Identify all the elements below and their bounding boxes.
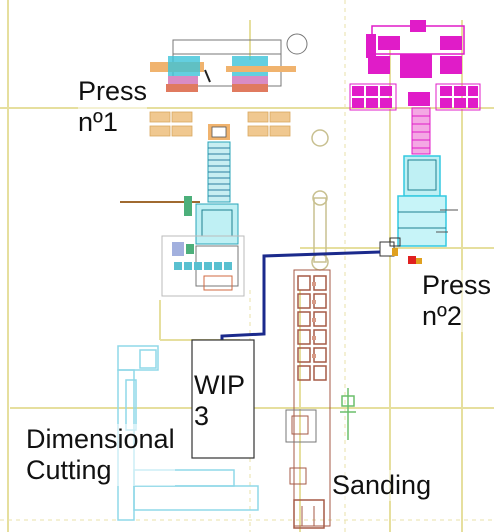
press-2-label-line2: nº2 <box>422 301 462 331</box>
wip-3-label: WIP 3 <box>194 370 245 432</box>
press-1-label-line2: nº1 <box>78 107 118 137</box>
press-2-label-line1: Press <box>422 270 492 300</box>
press-1-label: Press nº1 <box>78 76 148 138</box>
dimensional-cutting-label-line2: Cutting <box>26 455 112 485</box>
wip-3-label-line2: 3 <box>194 401 210 431</box>
press-2-machinery <box>349 20 481 264</box>
sanding-line-machinery <box>285 269 356 529</box>
conveyor-line <box>220 250 381 345</box>
wip-3-area <box>191 339 255 459</box>
press-2-label: Press nº2 <box>422 270 492 332</box>
dimensional-cutting-label-line1: Dimensional <box>26 424 175 454</box>
press-1-machinery <box>120 33 308 297</box>
dimensional-cutting-label: Dimensional Cutting <box>26 424 175 486</box>
press-1-label-line1: Press <box>78 76 148 106</box>
sanding-label: Sanding <box>332 470 432 501</box>
wip-3-label-line1: WIP <box>194 370 245 400</box>
